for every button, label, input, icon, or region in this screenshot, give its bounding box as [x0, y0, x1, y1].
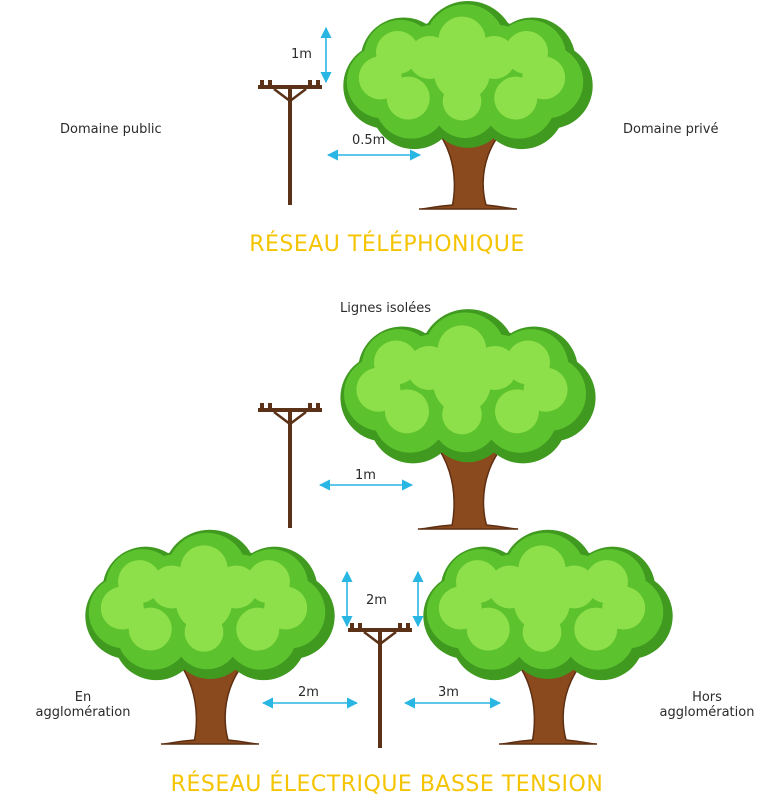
label-domaine-public: Domaine public	[60, 122, 162, 137]
tree-insulated-leaf-light	[495, 389, 539, 434]
pole-telephone-insulator	[260, 80, 264, 86]
label-hors: Hors	[692, 690, 722, 705]
tree-telephone-leaf-light	[442, 81, 482, 121]
label-domaine-prive: Domaine privé	[623, 122, 719, 137]
pole-telephone	[258, 80, 322, 205]
tree-hors-agglomeration-leaf-light	[466, 607, 510, 651]
tree-en-agglomeration	[85, 529, 335, 745]
pole-insulated	[258, 403, 322, 528]
pole-telephone-brace	[273, 88, 307, 103]
dim-insulated-horizontal: 1m	[355, 468, 376, 483]
tree-en-agglomeration-leaf-light	[214, 565, 258, 609]
pole-telephone-insulator	[316, 80, 320, 86]
tree-insulated-leaf-light	[442, 394, 482, 435]
tree-en-agglomeration-leaf-light	[236, 607, 280, 651]
dim-telephone-vertical: 1m	[291, 47, 312, 62]
title-reseau-telephonique: RÉSEAU TÉLÉPHONIQUE	[249, 232, 525, 257]
title-reseau-electrique: RÉSEAU ÉLECTRIQUE BASSE TENSION	[170, 772, 604, 797]
label-en: En	[74, 690, 92, 705]
tree-telephone-leaf-light	[408, 36, 452, 80]
pole-electric-shaft	[378, 628, 382, 748]
label-agglomeration-left: agglomération	[35, 705, 131, 720]
label-en-agglomeration: En agglomération	[18, 690, 148, 720]
dim-electric-right: 3m	[438, 685, 459, 700]
pole-telephone-insulator	[308, 80, 312, 86]
pole-electric-crossarm	[348, 628, 412, 632]
tree-hors-agglomeration-leaf-light	[585, 560, 628, 604]
pole-telephone-crossarm	[258, 85, 322, 89]
label-hors-agglomeration: Hors agglomération	[642, 690, 772, 720]
pole-electric-insulator	[398, 623, 402, 629]
tree-insulated-leaf-light	[473, 345, 517, 390]
tree-telephone-leaf-light	[386, 76, 430, 120]
pole-electric-insulator	[350, 623, 354, 629]
tree-telephone-leaf-light	[376, 30, 419, 74]
subtitle-lignes-isolees: Lignes isolées	[340, 301, 431, 316]
tree-en-agglomeration-leaf-light	[247, 560, 290, 604]
dim-telephone-horizontal: 0.5m	[352, 133, 386, 148]
tree-en-agglomeration-leaf-light	[184, 612, 224, 652]
tree-hors-agglomeration-leaf-light	[488, 565, 532, 609]
tree-en-agglomeration-leaf-light	[118, 560, 161, 604]
pole-insulated-shaft	[288, 408, 292, 528]
tree-telephone-leaf-light	[505, 30, 548, 74]
tree-insulated	[340, 309, 596, 530]
pole-insulated-insulator	[268, 403, 272, 409]
tree-telephone	[343, 0, 593, 210]
tree-hors-agglomeration-leaf-light	[574, 607, 618, 651]
pole-telephone-shaft	[288, 85, 292, 205]
pole-insulated-insulator	[308, 403, 312, 409]
pole-insulated-insulator	[316, 403, 320, 409]
tree-insulated-leaf-light	[506, 340, 550, 385]
dim-electric-vertical: 2m	[366, 593, 387, 608]
tree-hors-agglomeration-leaf-light	[522, 612, 562, 652]
dim-electric-left: 2m	[298, 685, 319, 700]
tree-telephone-leaf-light	[472, 36, 516, 80]
tree-insulated-leaf-light	[407, 345, 451, 390]
tree-telephone-leaf-light	[494, 76, 538, 120]
pole-electric-insulator	[406, 623, 410, 629]
pole-electric	[348, 623, 412, 748]
tree-en-agglomeration-leaf-light	[150, 565, 194, 609]
tree-hors-agglomeration	[423, 529, 673, 745]
tree-hors-agglomeration-leaf-light	[456, 560, 499, 604]
label-agglomeration-right: agglomération	[659, 705, 755, 720]
pole-electric-insulator	[358, 623, 362, 629]
pole-electric-brace	[363, 631, 397, 646]
tree-en-agglomeration-leaf-light	[128, 607, 172, 651]
pole-insulated-brace	[273, 411, 307, 426]
pole-telephone-insulator	[268, 80, 272, 86]
tree-insulated-leaf-light	[374, 340, 418, 385]
tree-insulated-leaf-light	[385, 389, 429, 434]
pole-insulated-insulator	[260, 403, 264, 409]
tree-hors-agglomeration-leaf-light	[552, 565, 596, 609]
pole-insulated-crossarm	[258, 408, 322, 412]
